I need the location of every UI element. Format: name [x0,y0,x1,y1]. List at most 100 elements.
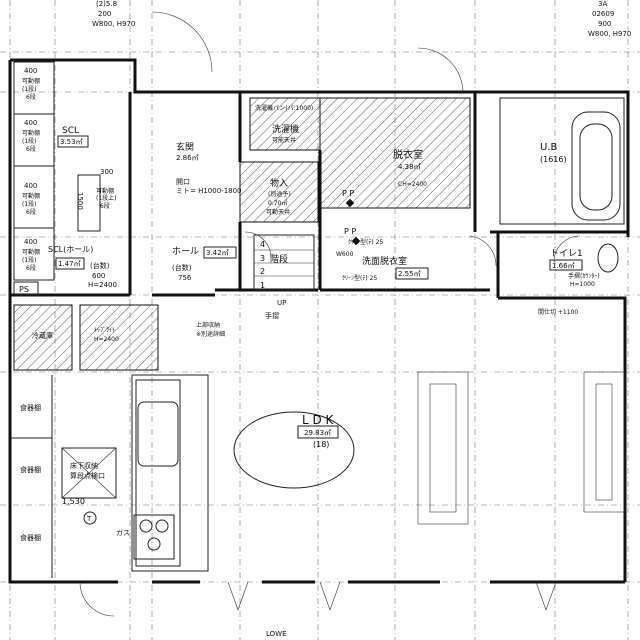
washroom-area: 2.55㎡ [398,270,421,278]
pp-marker-2: P P [344,227,356,236]
shelf-3-sub: (1段) [22,200,37,208]
ldk-area: 29.83㎡ [304,429,331,437]
laundry-top: 洗濯機パン(パ:1000) [255,104,313,112]
scl-vertical-dim: 1500 [76,192,84,210]
sink [137,401,179,467]
shelf-column [13,61,55,296]
shelf-1-sub: (1段) [22,85,37,93]
dining-table [233,411,355,489]
dish-shelf-2: 食器棚 [20,465,41,474]
stairs-up: UP [277,299,286,307]
laundry-title: 洗濯機 [272,123,299,135]
stairs-handrail: 手摺 [265,311,279,320]
shelf-2-sub: (1段) [22,137,37,145]
scl-shelf-value: 300 [100,168,113,176]
top-left-window-2: 200 [98,10,111,18]
dressing-area: 4.38㎡ [398,163,421,171]
hall-title: ホール [172,246,199,257]
shelf-3-count: 6段 [26,208,36,216]
top-right-window-2: 02609 [592,10,614,18]
pp-post-1 [345,198,355,208]
dish-shelf-1: 食器棚 [20,403,41,412]
ldk-title: L D K [302,413,335,427]
floor-storage [61,447,117,499]
ldk-tatami: (18) [313,440,329,449]
shelf-4-value: 400 [24,238,37,246]
dressing-hatch [319,97,471,209]
scl-shelf-count: 6段 [100,202,110,210]
genkan-opening-dims: ミト= H1000-1800 [176,187,242,195]
stairs-title: 階段 [270,253,288,265]
shelf-4-label: 可動棚 [22,248,40,256]
ps-label: PS [19,285,29,294]
laundry-hatch [249,97,321,151]
shelf-3-label: 可動棚 [22,192,40,200]
shelf-4-sub: (1段) [22,256,37,264]
hall-counter-val: 756 [178,274,192,282]
scl-hall-counter-val: 600 [92,272,105,280]
hall-area: 3.42㎡ [206,249,229,257]
shelf-2-count: 6段 [26,145,36,153]
top-left-window-1: (2)5.8 [96,0,117,8]
storage-sub3: 可動天井 [266,208,290,216]
genkan-title: 玄関 [176,141,194,153]
door-swings [79,11,581,617]
top-right-window-3: 900 [598,20,611,28]
shelf-1-value: 400 [24,67,37,75]
stair-1: 1 [260,281,265,290]
laundry-sub: 可能天井 [272,136,296,144]
wall-label: W600 [336,251,354,258]
dressing-height: CH=2400 [398,181,427,188]
pantry-height: H=2400 [94,336,119,343]
shelf-4-count: 6段 [26,264,36,272]
ub-title: U.B [540,142,557,153]
pp-marker-1: P P [342,189,354,198]
scl-title: SCL [62,126,79,136]
cooktop [133,514,175,560]
top-right-window-1: 3A [598,0,607,8]
storage-title: 物入 [270,177,288,189]
shelf-1-label: 可動棚 [22,77,40,85]
stairs [253,234,315,291]
genkan-opening: 開口 [176,178,190,186]
scl-shelf-sub: (1段上) [96,194,117,202]
shelf-2-value: 400 [24,119,37,127]
fridge-label: 冷蔵庫 [32,331,53,340]
exterior-walls [8,58,630,584]
toilet-title: トイレ1 [550,249,583,259]
gas-label: ガス [116,528,130,537]
top-left-window-3: W800, H970 [92,20,135,28]
pantry-label: ﾄｯﾌﾟﾗｲﾄ [94,327,115,334]
shelf-3-value: 400 [24,182,37,190]
washroom-note-2: ｸﾘｰﾝ型(ﾃ) 25 [342,274,377,282]
washroom-title: 洗面脱衣室 [362,255,407,267]
storage-sub2: 0.70㎡ [268,199,287,207]
partition-note: 間仕切 +1100 [538,308,578,316]
stair-3: 3 [260,254,265,263]
shelf-1-count: 6段 [26,93,36,101]
pp-post-2 [351,236,361,246]
top-right-window-4: W800, H970 [588,30,631,38]
toilet-sub: 手摺(ｶｳﾝﾀｰ) [568,272,600,280]
toilet-area: 1.66㎡ [552,262,575,270]
scl-shelf-label: 可動棚 [96,187,114,195]
bottom-label: LOWE [266,630,287,638]
kitchen-counter [131,374,209,572]
hall-counter: (台数) [172,263,192,272]
bottom-note-2: ※別途詳細 [196,330,225,338]
genkan-area: 2.86㎡ [176,154,199,162]
floor-storage-label-2: 算段点検口 [70,471,105,480]
t-mark: T [86,515,92,523]
scl-hall-counter-h: H=2400 [88,281,117,289]
scl-hall-area: 1.47㎡ [58,260,81,268]
storage-sub1: (別途予) [268,190,291,198]
floor-storage-label-1: 床下収納 [70,461,98,470]
washroom-note-1: ｸﾘｰﾝ型(ﾃ) 25 [348,238,383,246]
fridge-hatch [13,304,73,371]
dressing-title: 脱衣室 [393,148,423,161]
ub-size: (1616) [540,155,567,164]
toilet-sub2: H=1000 [570,281,595,288]
dish-shelf-3: 食器棚 [20,533,41,542]
bottom-note: 上部収納 [196,321,220,329]
